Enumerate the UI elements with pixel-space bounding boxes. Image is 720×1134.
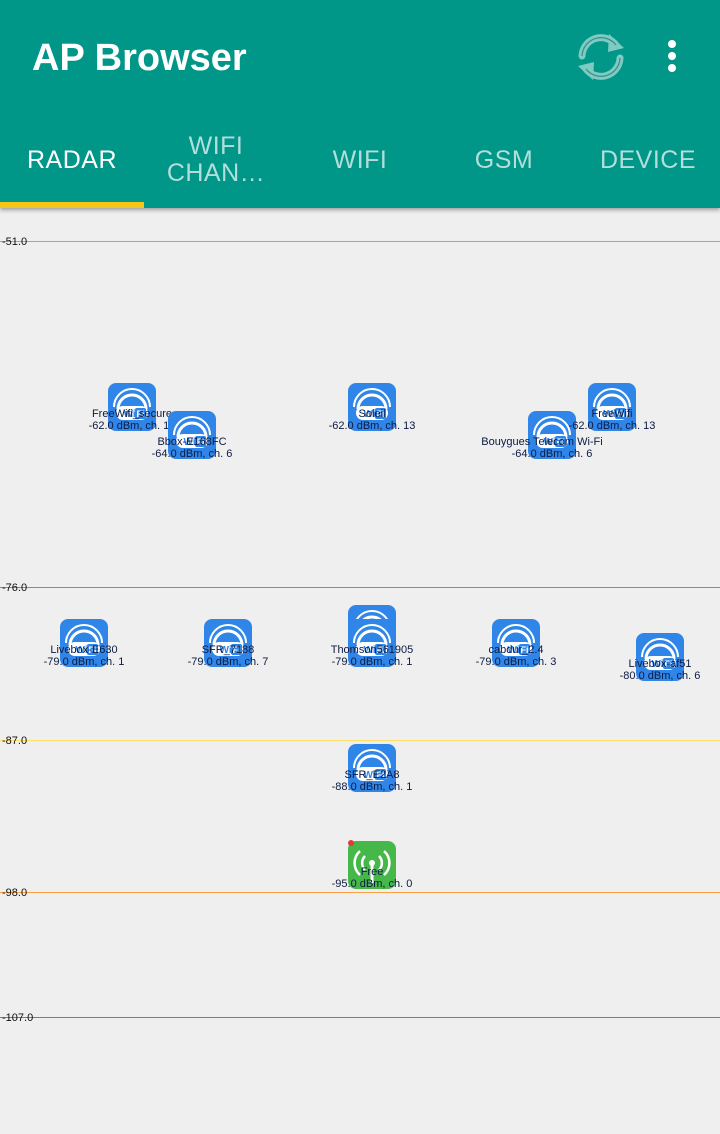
svg-text:Wi: Wi [652, 659, 664, 670]
level-line [0, 587, 720, 588]
tab-wifi[interactable]: WIFI [332, 145, 388, 174]
overflow-menu-button[interactable] [652, 32, 692, 80]
level-line [0, 1017, 720, 1018]
svg-text:Wi: Wi [364, 645, 376, 656]
svg-text:Fi: Fi [521, 645, 529, 655]
svg-text:Fi: Fi [665, 659, 673, 669]
tab-gsm[interactable]: GSM [474, 145, 534, 174]
cell-tower-icon [348, 841, 396, 889]
svg-text:Fi: Fi [89, 645, 97, 655]
tab-wifi-channels[interactable]: WIFI CHAN… [166, 132, 266, 187]
svg-text:Wi: Wi [544, 437, 556, 448]
level-label: -98.0 [2, 887, 28, 899]
svg-text:Fi: Fi [617, 409, 625, 419]
svg-text:Fi: Fi [137, 409, 145, 419]
level-line [0, 892, 720, 893]
svg-text:Wi: Wi [364, 770, 376, 781]
current-marker [348, 840, 354, 846]
level-line [0, 241, 720, 242]
svg-text:Wi: Wi [184, 437, 196, 448]
svg-text:Wi: Wi [364, 409, 376, 420]
svg-text:Fi: Fi [377, 409, 385, 419]
svg-text:Fi: Fi [233, 645, 241, 655]
level-label: -76.0 [2, 582, 28, 594]
level-label: -51.0 [2, 236, 28, 248]
app-title: AP Browser [32, 37, 247, 79]
tab-bar: RADAR WIFI CHAN… WIFI GSM DEVICE [0, 112, 720, 208]
svg-text:Fi: Fi [557, 437, 565, 447]
level-label: -107.0 [2, 1012, 34, 1024]
svg-text:Fi: Fi [377, 645, 385, 655]
tab-radar[interactable]: RADAR [26, 145, 117, 174]
tab-device[interactable]: DEVICE [599, 145, 697, 174]
svg-text:Wi: Wi [508, 645, 520, 656]
svg-text:Wi: Wi [220, 645, 232, 656]
level-line [0, 740, 720, 741]
svg-text:Fi: Fi [197, 437, 205, 447]
svg-text:Wi: Wi [76, 645, 88, 656]
active-tab-indicator [0, 202, 144, 208]
more-vert-icon [668, 40, 676, 48]
svg-text:Wi: Wi [604, 409, 616, 420]
svg-text:Fi: Fi [377, 770, 385, 780]
app-bar: AP Browser RADAR WIFI CHAN… WIFI GSM DEV… [0, 0, 720, 208]
svg-text:Wi: Wi [124, 409, 136, 420]
refresh-button[interactable] [572, 28, 630, 86]
level-label: -87.0 [2, 735, 28, 747]
refresh-icon [578, 34, 624, 80]
